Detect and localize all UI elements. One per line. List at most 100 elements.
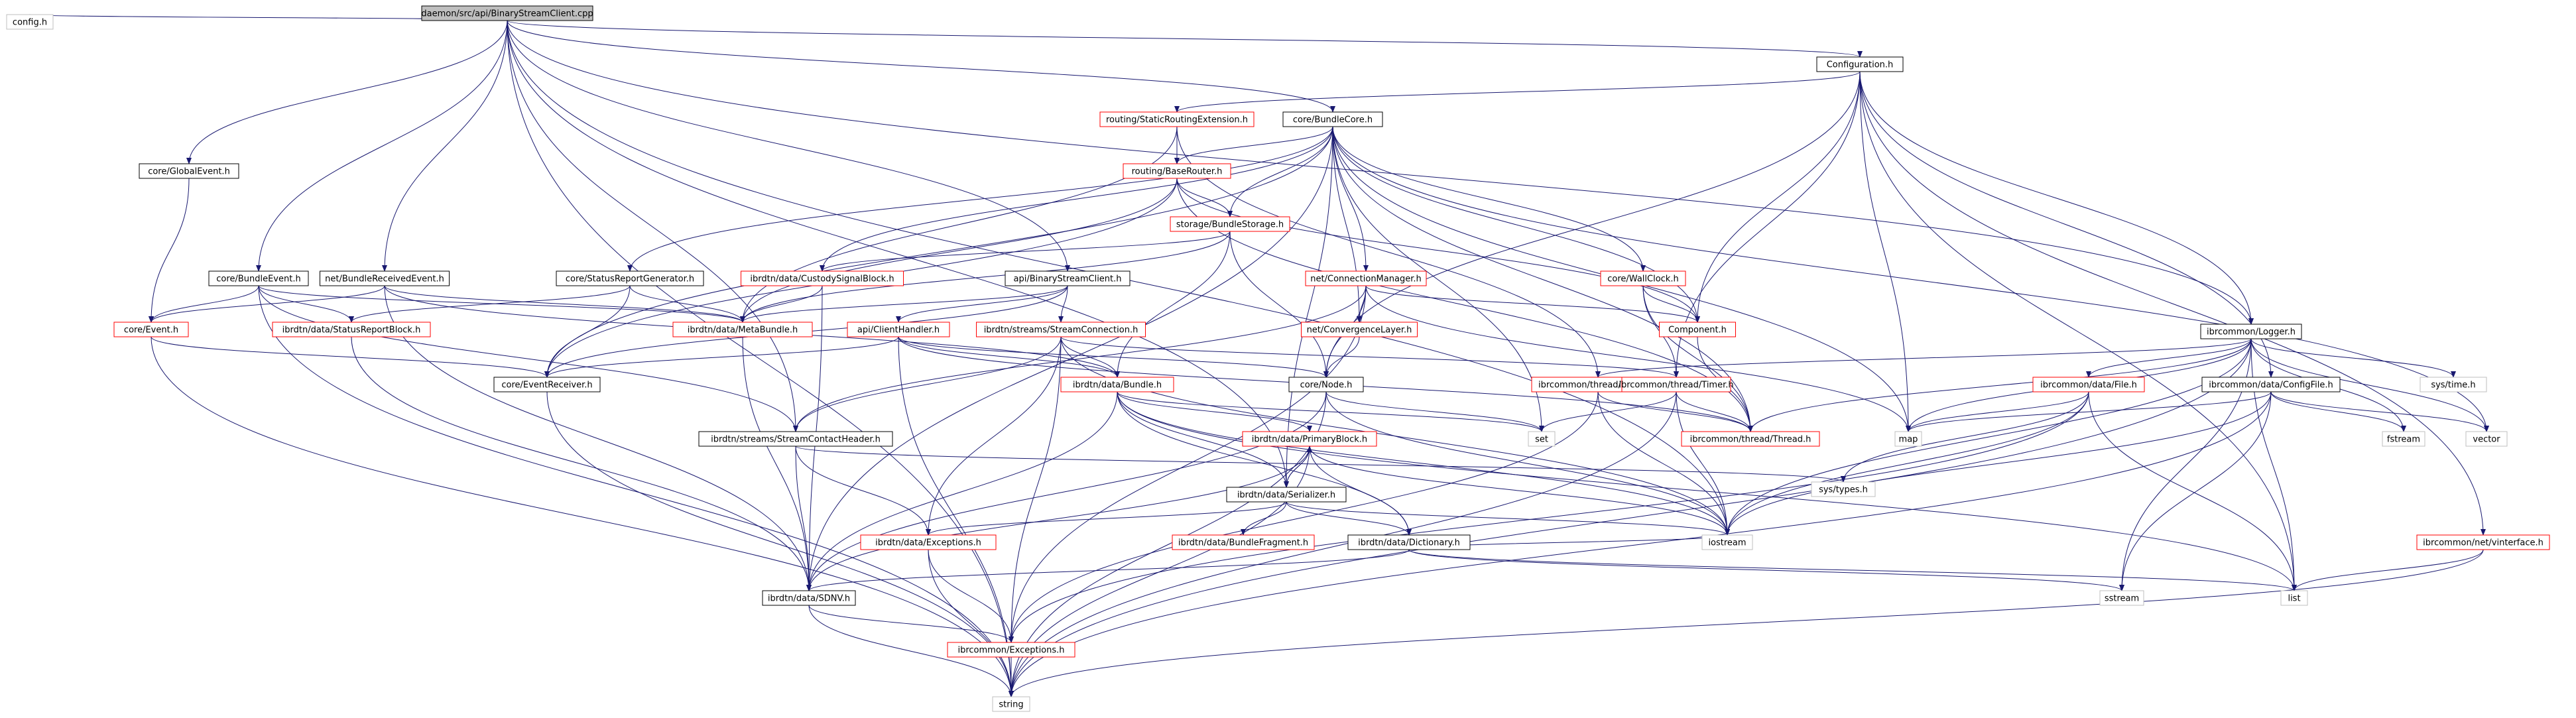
graph-node-set: set bbox=[1528, 431, 1556, 447]
dependency-edge bbox=[1676, 391, 1753, 432]
dependency-edge bbox=[1332, 126, 1544, 432]
graph-node-metabundle[interactable]: ibrdtn/data/MetaBundle.h bbox=[672, 322, 813, 337]
graph-node-thread[interactable]: ibrcommon/thread/Thread.h bbox=[1681, 431, 1820, 447]
graph-node-globalevent[interactable]: core/GlobalEvent.h bbox=[139, 163, 239, 179]
node-box bbox=[1347, 534, 1471, 550]
graph-node-configuration[interactable]: Configuration.h bbox=[1816, 56, 1904, 72]
graph-node-list: list bbox=[2280, 590, 2308, 606]
graph-node-netinterface[interactable]: ibrcommon/net/vinterface.h bbox=[2416, 534, 2550, 550]
dependency-edge bbox=[742, 336, 812, 591]
graph-node-staticrouting[interactable]: routing/StaticRoutingExtension.h bbox=[1099, 111, 1255, 127]
graph-node-streamcontact[interactable]: ibrdtn/streams/StreamContactHeader.h bbox=[698, 431, 893, 447]
graph-node-logger[interactable]: ibrcommon/Logger.h bbox=[2200, 324, 2302, 339]
graph-node-dictionary[interactable]: ibrdtn/data/Dictionary.h bbox=[1347, 534, 1471, 550]
dependency-edge bbox=[808, 605, 1014, 697]
node-box bbox=[320, 270, 450, 286]
dependency-edge bbox=[507, 20, 798, 432]
node-label: iostream bbox=[1708, 538, 1746, 548]
graph-node-clienthandler[interactable]: api/ClientHandler.h bbox=[847, 322, 950, 337]
graph-node-bundleevent[interactable]: core/BundleEvent.h bbox=[208, 270, 309, 286]
node-box bbox=[1811, 481, 1876, 497]
graph-node-sdnv[interactable]: ibrdtn/data/SDNV.h bbox=[762, 590, 856, 606]
dependency-edge bbox=[544, 336, 899, 378]
dependency-edge bbox=[1539, 391, 1677, 432]
graph-node-commonexceptions[interactable]: ibrcommon/Exceptions.h bbox=[947, 642, 1075, 658]
graph-node-bundlereceived[interactable]: net/BundleReceivedEvent.h bbox=[320, 270, 450, 286]
graph-node-wallclock[interactable]: core/WallClock.h bbox=[1600, 270, 1686, 286]
dependency-edge bbox=[351, 336, 812, 591]
graph-node-root[interactable]: daemon/src/api/BinaryStreamClient.cpp bbox=[421, 5, 593, 21]
dependency-edge bbox=[806, 549, 1410, 591]
dependency-edge bbox=[928, 549, 1014, 643]
dependency-edge bbox=[806, 391, 1118, 591]
graph-node-component[interactable]: Component.h bbox=[1659, 322, 1736, 337]
graph-node-timer[interactable]: ibrcommon/thread/Timer.h bbox=[1619, 377, 1734, 392]
graph-node-statusreportblock[interactable]: ibrdtn/data/StatusReportBlock.h bbox=[272, 322, 431, 337]
graph-node-sstream: sstream bbox=[2099, 590, 2144, 606]
graph-node-vector: vector bbox=[2465, 431, 2508, 447]
node-label: ibrdtn/data/MetaBundle.h bbox=[688, 326, 798, 335]
dependency-edge bbox=[2292, 549, 2484, 591]
dependency-edge bbox=[1176, 126, 1601, 378]
node-label: ibrcommon/Logger.h bbox=[2207, 328, 2296, 337]
dependency-edge bbox=[896, 285, 1068, 323]
graph-node-bundlestorage[interactable]: storage/BundleStorage.h bbox=[1170, 216, 1290, 232]
graph-node-bundlecore[interactable]: core/BundleCore.h bbox=[1282, 111, 1383, 127]
dependency-edge bbox=[795, 446, 931, 536]
graph-node-convergence[interactable]: net/ConvergenceLayer.h bbox=[1301, 322, 1418, 337]
node-box bbox=[1226, 487, 1347, 503]
node-box bbox=[208, 270, 309, 286]
graph-node-dataexceptions[interactable]: ibrdtn/data/Exceptions.h bbox=[860, 534, 997, 550]
dependency-edge bbox=[1176, 178, 1753, 432]
dependency-edge bbox=[1176, 178, 1233, 217]
dependency-edge bbox=[544, 285, 631, 378]
dependency-edge bbox=[1597, 391, 1753, 432]
node-label: core/Node.h bbox=[1300, 381, 1353, 390]
node-label: sstream bbox=[2105, 594, 2139, 604]
dependency-edge bbox=[1595, 338, 2252, 378]
node-box bbox=[976, 322, 1146, 337]
graph-node-statusreportgen[interactable]: core/StatusReportGenerator.h bbox=[556, 270, 704, 286]
dependency-edge bbox=[2270, 391, 2406, 432]
node-label: storage/BundleStorage.h bbox=[1176, 220, 1284, 230]
node-box bbox=[1681, 431, 1820, 447]
graph-node-bundlefragment[interactable]: ibrdtn/data/BundleFragment.h bbox=[1172, 534, 1315, 550]
graph-node-serializer[interactable]: ibrdtn/data/Serializer.h bbox=[1226, 487, 1347, 503]
node-box bbox=[1816, 56, 1904, 72]
dependency-edge bbox=[1325, 391, 1730, 536]
graph-node-custodysignal[interactable]: ibrdtn/data/CustodySignalBlock.h bbox=[741, 270, 904, 286]
graph-node-file[interactable]: ibrcommon/data/File.h bbox=[2032, 377, 2145, 392]
graph-node-streamconn[interactable]: ibrdtn/streams/StreamConnection.h bbox=[976, 322, 1146, 337]
dependency-edge bbox=[507, 20, 1335, 113]
dependency-edge bbox=[898, 336, 1014, 697]
dependency-edge bbox=[1906, 391, 2089, 432]
node-label: net/ConnectionManager.h bbox=[1310, 274, 1421, 284]
node-box bbox=[672, 322, 813, 337]
graph-node-connmgr[interactable]: net/ConnectionManager.h bbox=[1305, 270, 1427, 286]
node-box bbox=[556, 270, 704, 286]
dependency-edge bbox=[1859, 71, 2254, 325]
dependency-edge bbox=[256, 20, 508, 272]
graph-node-eventreceiver[interactable]: core/EventReceiver.h bbox=[493, 377, 601, 392]
node-label: ibrdtn/data/Dictionary.h bbox=[1358, 538, 1460, 548]
dependency-edge bbox=[1117, 391, 1312, 432]
node-box bbox=[2201, 377, 2341, 392]
node-box bbox=[2416, 534, 2550, 550]
dependency-edge bbox=[1286, 501, 1730, 536]
graph-node-baserouter[interactable]: routing/BaseRouter.h bbox=[1123, 163, 1231, 179]
graph-node-bundle[interactable]: ibrdtn/data/Bundle.h bbox=[1060, 377, 1174, 392]
graph-node-corenode[interactable]: core/Node.h bbox=[1288, 377, 1364, 392]
dependency-edge bbox=[507, 20, 2254, 325]
graph-node-configfile[interactable]: ibrcommon/data/ConfigFile.h bbox=[2201, 377, 2341, 392]
dependency-edge bbox=[1229, 231, 1329, 378]
dependency-edge bbox=[1725, 391, 2089, 536]
graph-node-primaryblock[interactable]: ibrdtn/data/PrimaryBlock.h bbox=[1242, 431, 1377, 447]
graph-node-apibinary[interactable]: api/BinaryStreamClient.h bbox=[1005, 270, 1131, 286]
node-box bbox=[6, 14, 54, 30]
dependency-edge bbox=[806, 391, 1327, 591]
dependency-edge bbox=[1009, 336, 1062, 643]
dependency-edge bbox=[1009, 391, 1599, 643]
dependency-edge bbox=[1841, 391, 2089, 483]
graph-node-iostream: iostream bbox=[1701, 534, 1753, 550]
graph-node-coreevent[interactable]: core/Event.h bbox=[113, 322, 189, 337]
